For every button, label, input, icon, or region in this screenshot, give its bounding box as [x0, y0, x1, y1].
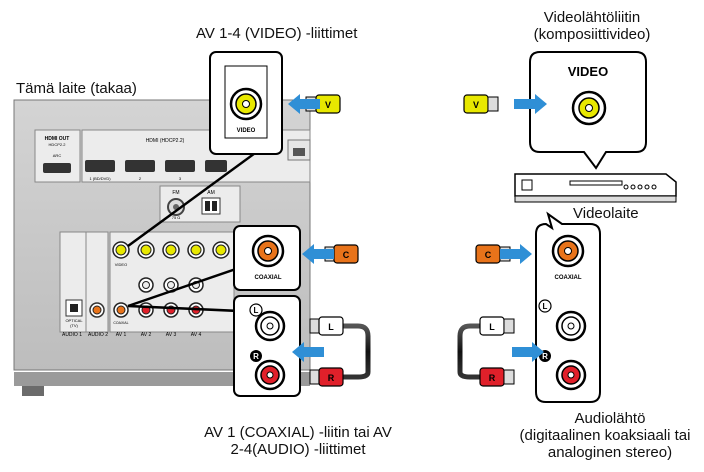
- video-output-label-line1: Videolähtöliitin: [543, 9, 641, 26]
- receiver-left-mark: L: [254, 306, 259, 315]
- av3-text: AV 3: [166, 332, 177, 338]
- fm-ohm-text: 75 Ω: [172, 215, 181, 220]
- signal-arrows: [288, 94, 547, 362]
- audio-output-label-line2: (digitaalinen koaksiaali tai: [519, 427, 691, 444]
- device-coaxial-jack-label: COAXIAL: [555, 275, 582, 281]
- left-cable-tag-device: L: [489, 322, 495, 332]
- av3-column: AV 3: [162, 241, 180, 338]
- audio-output-label-line3: analoginen stereo): [547, 444, 673, 461]
- hdmi-port-2: [125, 160, 155, 172]
- audio-output-label-line1: Audiolähtö: [574, 410, 646, 427]
- right-cable-tag-receiver: R: [328, 373, 335, 383]
- device-video-jack-label: VIDEO: [568, 64, 608, 79]
- receiver-right-mark: R: [253, 352, 259, 361]
- hdmi-in-text: HDMI (HDCP2.2): [146, 138, 185, 144]
- av4-text: AV 4: [191, 332, 202, 338]
- hdmi-port-4: [205, 160, 227, 172]
- hdmi-2-text: 2: [139, 176, 142, 181]
- audio1-text: AUDIO 1: [62, 332, 82, 338]
- arrow-video-from-device: [514, 94, 547, 114]
- av2-text: AV 2: [141, 332, 152, 338]
- stereo-cable: L R L R: [309, 316, 515, 387]
- av1-text: AV 1: [116, 332, 127, 338]
- video-output-label-line2: (komposiittivideo): [533, 26, 651, 43]
- arrow-stereo-to-receiver: [292, 342, 324, 362]
- video-cable-tag-right: V: [473, 100, 479, 110]
- device-video-callout: VIDEO: [529, 51, 647, 170]
- receiver-video-jack-label: VIDEO: [237, 128, 256, 134]
- left-cable-tag-receiver: L: [328, 322, 334, 332]
- hdmi-out-text: HDMI OUT: [45, 136, 70, 142]
- device-audio-panel: COAXIAL L R: [535, 211, 601, 403]
- hdmi-1-text: 1 (BD/DVD): [89, 176, 111, 181]
- hdmi-3-text: 3: [179, 176, 182, 181]
- hdmi-port-3: [165, 160, 195, 172]
- audio2-text: AUDIO 2: [88, 332, 108, 338]
- panel-coaxial-text: COAXIAL: [113, 321, 128, 325]
- video-cable-tag-left: V: [325, 100, 331, 110]
- video-cable: V V: [305, 94, 499, 114]
- coaxial-cable-tag-right: C: [485, 250, 492, 260]
- this-unit-label: Tämä laite (takaa): [16, 80, 137, 97]
- arrow-coaxial-to-receiver: [302, 244, 334, 264]
- fm-text: FM: [172, 190, 179, 196]
- coaxial-cable-tag-left: C: [343, 250, 350, 260]
- hdmi-port-1: [85, 160, 115, 172]
- video-device-player: [514, 173, 677, 203]
- optical-tv-text: (TV): [70, 323, 78, 328]
- av-audio-label-line2: 2-4(AUDIO) -liittimet: [230, 441, 366, 458]
- av-audio-label-line1: AV 1 (COAXIAL) -liitin tai AV: [204, 424, 392, 441]
- device-right-mark: R: [542, 352, 548, 361]
- arrow-coaxial-from-device: [500, 244, 532, 264]
- receiver-lr-callout: L R: [233, 295, 301, 397]
- arrow-video-to-receiver: [288, 94, 320, 114]
- panel-video-text: VIDEO: [115, 262, 127, 267]
- right-cable-tag-device: R: [489, 373, 496, 383]
- optical-text: OPTICAL: [65, 318, 83, 323]
- hdmi-out-block: [34, 129, 81, 183]
- receiver-coaxial-callout: COAXIAL: [233, 225, 301, 291]
- arc-text: ARC: [53, 153, 62, 158]
- av2-column: AV 2: [137, 241, 155, 338]
- coaxial-cable: C C: [324, 244, 511, 264]
- hdmi-out-sub-text: HDCP2.2: [49, 142, 67, 147]
- am-text: AM: [207, 190, 215, 196]
- receiver-coaxial-jack-label: COAXIAL: [255, 275, 282, 281]
- hdmi-out-port: [43, 163, 71, 173]
- video-device-label: Videolaite: [573, 205, 639, 222]
- receiver-video-callout: VIDEO: [209, 51, 283, 155]
- av-video-jacks-label: AV 1-4 (VIDEO) -liittimet: [196, 25, 358, 42]
- arrow-stereo-from-device: [512, 342, 544, 362]
- av1-column: VIDEO COAXIAL AV 1: [112, 241, 130, 338]
- device-left-mark: L: [543, 302, 548, 311]
